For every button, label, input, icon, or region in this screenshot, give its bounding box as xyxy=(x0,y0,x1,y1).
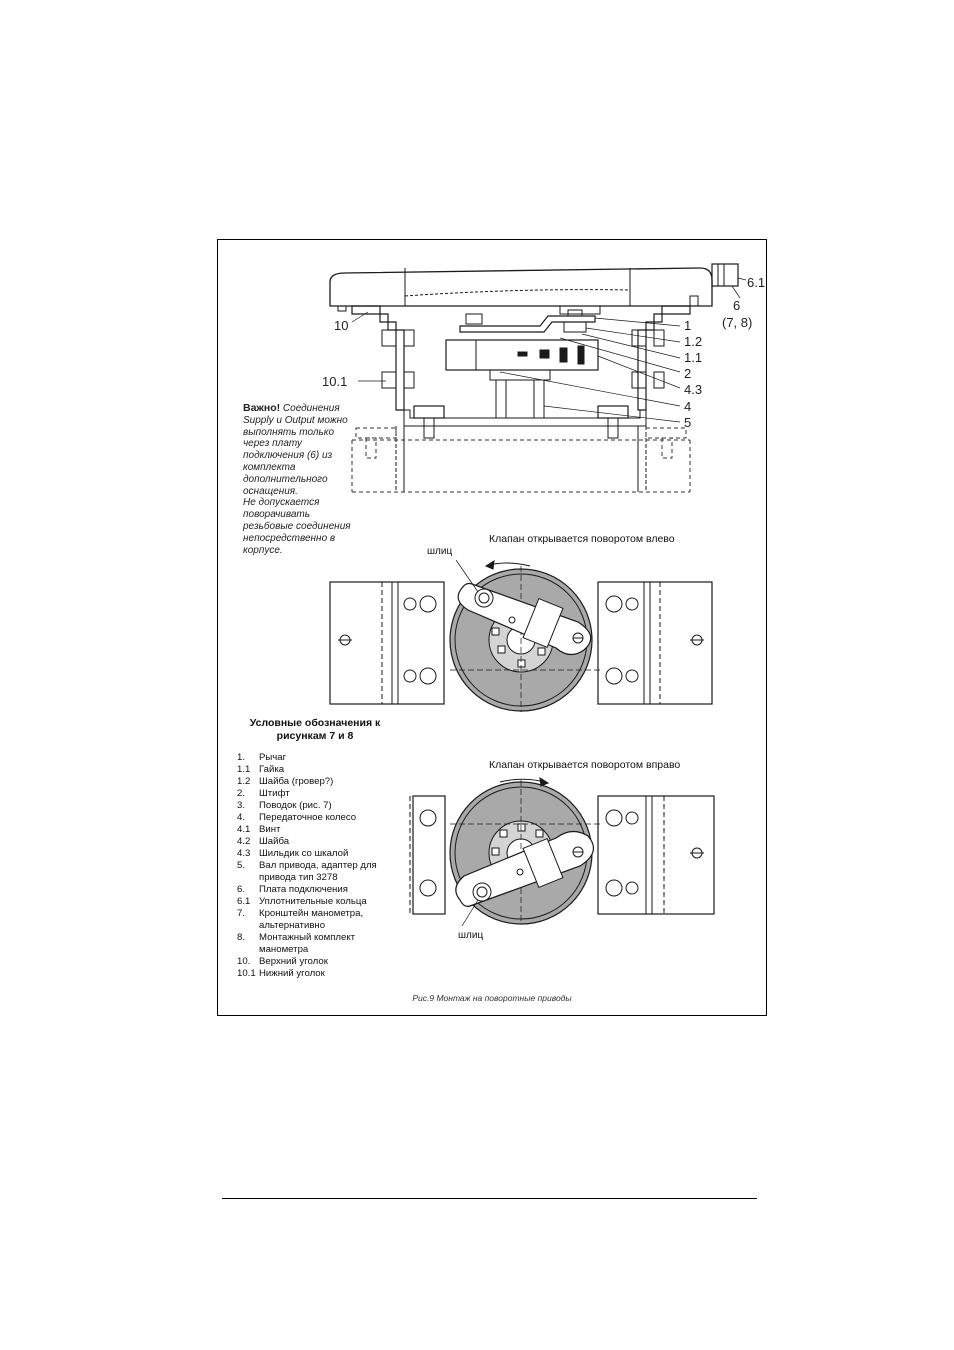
legend-item: 4.1 Винт xyxy=(237,824,407,836)
callout-2: 2 xyxy=(684,366,692,381)
legend-list: 1. Рычаг 1.1 Гайка 1.2 Шайба (гровер?) 2. Шт… xyxy=(237,752,407,980)
slot-label-top: шлиц xyxy=(427,546,453,557)
legend-title: Условные обозначения к рисункам 7 и 8 xyxy=(240,717,390,743)
note-line: поворачивать xyxy=(243,509,310,521)
legend-text: Штифт xyxy=(259,787,290,799)
note-line: оснащения. xyxy=(243,485,298,497)
legend-num: 3. xyxy=(237,799,246,811)
legend-text: Вал привода, адаптер для xyxy=(259,859,377,871)
note-line: комплекта xyxy=(243,461,296,473)
figure-caption: Рис.9 Монтаж на поворотные приводы xyxy=(412,993,572,1003)
note-line: выполнять только xyxy=(243,426,335,438)
callout-10: 10 xyxy=(334,318,349,333)
note-line: корпусе. xyxy=(243,544,283,556)
legend-text: Шайба (гровер?) xyxy=(259,775,334,787)
legend-num: 4.3 xyxy=(237,847,251,859)
legend-item: 1.2 Шайба (гровер?) xyxy=(237,776,407,788)
note-line: через плату xyxy=(243,438,302,450)
legend-text: Винт xyxy=(259,823,281,835)
legend-num: 4.2 xyxy=(237,835,251,847)
callout-1-1: 1.1 xyxy=(684,350,703,365)
legend-text: Нижний уголок xyxy=(259,967,325,979)
legend-num: 5. xyxy=(237,859,246,871)
legend-text: Плата подключения xyxy=(259,883,348,895)
legend-text: Шильдик со шкалой xyxy=(259,847,349,859)
legend-num: 6. xyxy=(237,883,246,895)
legend-item: 4.3 Шильдик со шкалой xyxy=(237,848,407,860)
legend-num: 10. xyxy=(237,955,251,967)
legend-text: привода тип 3278 xyxy=(259,871,338,883)
legend-item: 4.2 Шайба xyxy=(237,836,407,848)
callout-10-1: 10.1 xyxy=(322,374,348,389)
legend-num: 4.1 xyxy=(237,823,251,835)
note-line: Соединения xyxy=(282,403,340,414)
legend-text: Шайба xyxy=(259,835,290,847)
legend-text: Гайка xyxy=(259,763,285,775)
legend-title-line2: рисункам 7 и 8 xyxy=(276,730,354,743)
callout-6-1: 6.1 xyxy=(747,275,766,290)
note-line: подключения (6) из xyxy=(243,450,333,462)
legend-num: 8. xyxy=(237,931,246,943)
legend-num: 10.1 xyxy=(237,967,256,979)
left-opening-caption: Клапан открывается поворотом влево xyxy=(489,533,675,545)
right-opening-caption: Клапан открывается поворотом вправо xyxy=(489,759,681,771)
callout-4: 4 xyxy=(684,399,692,414)
legend-text: Рычаг xyxy=(259,752,287,763)
side-view xyxy=(329,263,747,493)
callout-7-8: (7, 8) xyxy=(722,315,753,330)
legend-item: 6. Плата подключения xyxy=(237,884,407,896)
slot-label-bottom: шлиц xyxy=(458,930,484,941)
legend-text: Уплотнительные кольца xyxy=(259,895,367,907)
legend-num: 6.1 xyxy=(237,895,251,907)
callout-6: 6 xyxy=(733,298,741,313)
footer-rule xyxy=(222,1198,757,1199)
note-line: дополнительного xyxy=(243,473,328,485)
note-line: Supply и Output можно xyxy=(243,414,348,426)
note-line: Не допускается xyxy=(243,497,320,509)
legend-num: 1.1 xyxy=(237,763,251,775)
legend-text: Монтажный комплект xyxy=(259,931,356,943)
legend-text: Передаточное колесо xyxy=(259,811,357,823)
note-line: непосредственно в xyxy=(243,532,336,544)
note-bold: Важно! xyxy=(243,402,281,414)
legend-item: 1.1 Гайка xyxy=(237,764,407,776)
legend-item: 2. Штифт xyxy=(237,788,407,800)
legend-num: 4. xyxy=(237,811,246,823)
callout-5: 5 xyxy=(684,415,692,430)
callout-4-3: 4.3 xyxy=(684,382,703,397)
figure-frame xyxy=(217,239,767,1016)
legend-item: 4. Передаточное колесо xyxy=(237,812,407,824)
legend-num: 1.2 xyxy=(237,775,251,787)
callout-1: 1 xyxy=(684,318,692,333)
legend-item: 3. Поводок (рис. 7) xyxy=(237,800,407,812)
legend-text: Верхний уголок xyxy=(259,955,328,967)
legend-text: Поводок (рис. 7) xyxy=(259,799,332,811)
callout-1-2: 1.2 xyxy=(684,334,703,349)
legend-num: 2. xyxy=(237,787,246,799)
legend-text: Кронштейн манометра, xyxy=(259,907,364,919)
legend-text: альтернативно xyxy=(259,919,326,931)
legend-num: 1. xyxy=(237,752,246,763)
legend-item: 7. Кронштейн манометра,альтернативно xyxy=(237,908,407,932)
legend-num: 7. xyxy=(237,907,246,919)
legend-item: 6.1 Уплотнительные кольца xyxy=(237,896,407,908)
legend-text: манометра xyxy=(259,943,309,955)
important-note: Важно! Соединения Supply и Output можно … xyxy=(243,402,383,556)
note-line: резьбовые соединения xyxy=(243,520,351,532)
legend-item: 1. Рычаг xyxy=(237,752,407,764)
view-left-opening xyxy=(329,559,713,712)
legend-title-line1: Условные обозначения к xyxy=(249,717,381,729)
view-right-opening xyxy=(409,777,715,927)
legend-item: 10. Верхний уголок xyxy=(237,956,407,968)
